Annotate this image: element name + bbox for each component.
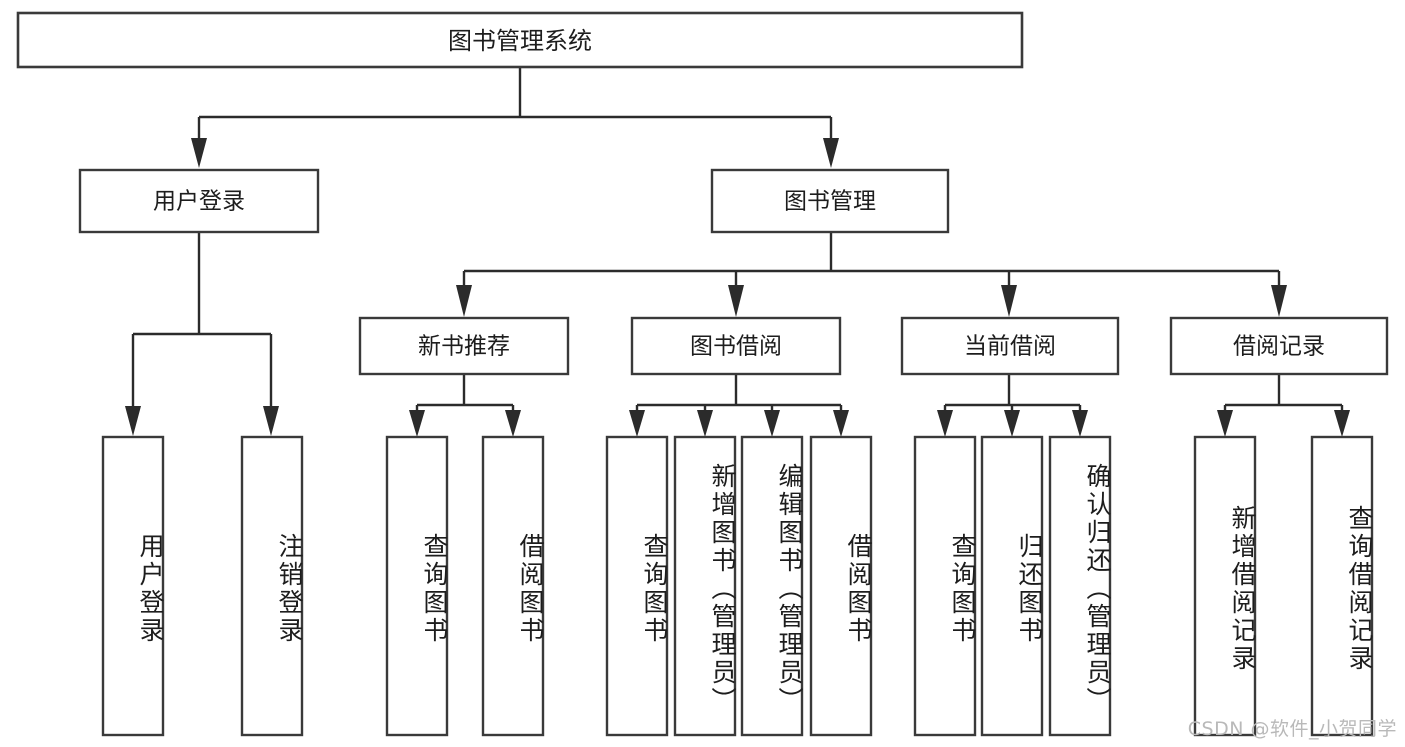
connector-bookmanage-to-level3 [456,232,1287,317]
arrowhead-leaf [1072,410,1088,437]
leaf-label: 查询图书 [420,533,449,645]
leaf-label: 查询图书 [640,533,669,645]
arrowhead-leaf [629,410,645,437]
leaf-label: 查询图书 [948,533,977,645]
arrowhead-level3 [1001,285,1017,317]
leaf-borrowrecord-add-record[interactable]: 新增借阅记录 [1193,435,1257,737]
node-book-manage[interactable]: 图书管理 [710,168,950,234]
arrowhead-leaf [697,410,713,437]
arrowhead-leaf [263,406,279,436]
arrowhead-level3 [456,285,472,317]
leaf-label: 注销登录 [275,533,304,645]
connector-newbook-to-leaves [409,374,521,437]
leaf-user-login-logout[interactable]: 注销登录 [240,435,304,737]
leaf-bookborrow-add-book[interactable]: 新增图书（管理员） [673,435,737,737]
leaf-borrowrecord-query-record[interactable]: 查询借阅记录 [1310,435,1374,737]
leaf-label: 新增借阅记录 [1228,505,1257,673]
leaf-label: 新增图书（管理员） [708,463,737,715]
node-user-login-label: 用户登录 [153,189,245,215]
node-book-borrow[interactable]: 图书借阅 [630,316,842,376]
leaf-label: 确认归还（管理员） [1083,463,1112,715]
connector-currentborrow-to-leaves [937,374,1088,437]
leaf-user-login-login[interactable]: 用户登录 [101,435,165,737]
arrowhead-level3 [1271,285,1287,317]
arrowhead-leaf [409,410,425,437]
leaf-currentborrow-return-book[interactable]: 归还图书 [980,435,1044,737]
connector-userlogin-to-leaves [125,232,279,436]
leaf-label: 归还图书 [1015,533,1044,645]
arrowhead-level3 [728,285,744,317]
leaf-label: 编辑图书（管理员） [775,463,804,715]
node-current-borrow[interactable]: 当前借阅 [900,316,1120,376]
leaf-label: 借阅图书 [844,533,873,645]
leaf-newbook-query-book[interactable]: 查询图书 [385,435,449,737]
leaf-label: 借阅图书 [516,533,545,645]
leaf-bookborrow-query-book[interactable]: 查询图书 [605,435,669,737]
arrowhead-leaf [1334,410,1350,437]
connector-bookborrow-to-leaves [629,374,849,437]
arrowhead-leaf [1217,410,1233,437]
leaf-label: 查询借阅记录 [1345,505,1374,673]
node-borrow-record-label: 借阅记录 [1233,334,1325,360]
leaf-currentborrow-confirm-return[interactable]: 确认归还（管理员） [1048,435,1112,737]
node-book-manage-label: 图书管理 [784,189,876,215]
arrowhead-leaf [125,406,141,436]
node-root-system[interactable]: 图书管理系统 [16,11,1024,69]
node-borrow-record[interactable]: 借阅记录 [1169,316,1389,376]
csdn-watermark: CSDN @软件_小贺同学 [1187,718,1397,740]
arrowhead-leaf [833,410,849,437]
arrowhead-leaf [1004,410,1020,437]
arrowhead-leaf [505,410,521,437]
leaf-bookborrow-borrow-book[interactable]: 借阅图书 [809,435,873,737]
connector-borrowrecord-to-leaves [1217,374,1350,437]
node-user-login[interactable]: 用户登录 [78,168,320,234]
arrowhead-to-user-login [191,138,207,168]
connector-root-to-level2 [191,67,839,168]
node-new-book-recommend-label: 新书推荐 [418,334,510,360]
arrowhead-leaf [764,410,780,437]
arrowhead-leaf [937,410,953,437]
node-new-book-recommend[interactable]: 新书推荐 [358,316,570,376]
leaf-label: 用户登录 [136,533,165,645]
leaf-currentborrow-query-book[interactable]: 查询图书 [913,435,977,737]
leaf-newbook-borrow-book[interactable]: 借阅图书 [481,435,545,737]
node-book-borrow-label: 图书借阅 [690,334,782,360]
node-current-borrow-label: 当前借阅 [964,334,1056,360]
arrowhead-to-book-manage [823,138,839,168]
node-root-label: 图书管理系统 [448,27,592,55]
leaf-bookborrow-edit-book[interactable]: 编辑图书（管理员） [740,435,804,737]
